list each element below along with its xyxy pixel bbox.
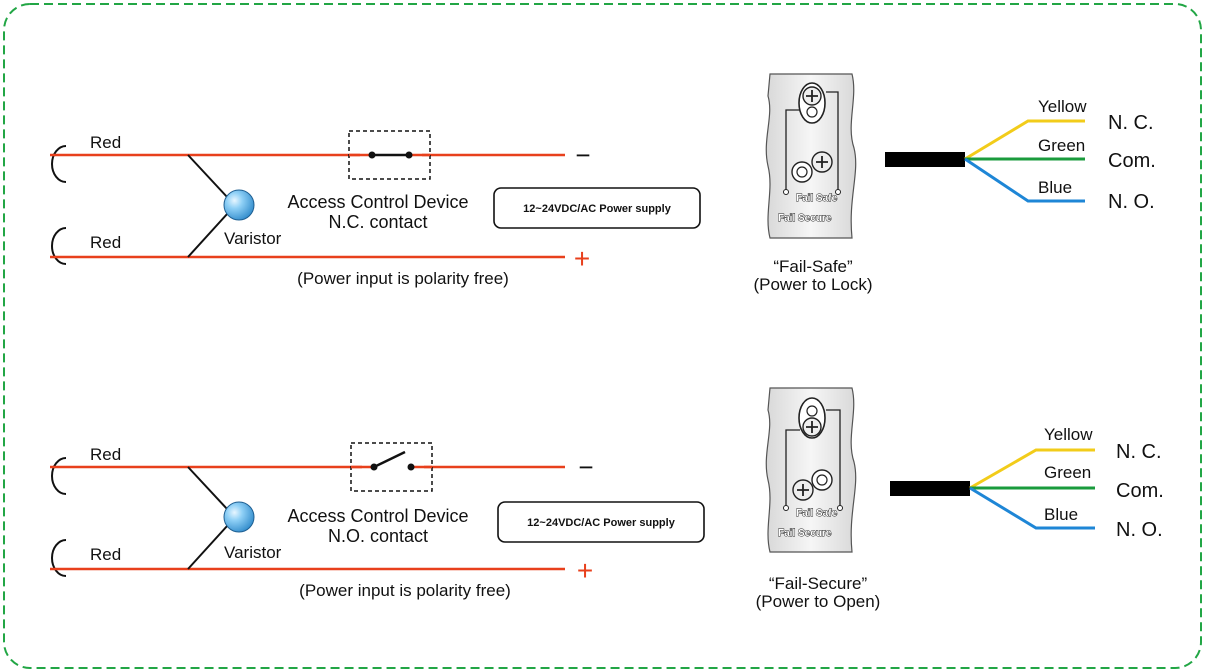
cable <box>890 481 970 496</box>
device-label: Access Control Device <box>287 192 468 212</box>
lock-caption-line2: (Power to Lock) <box>753 275 872 294</box>
varistor-lead-bottom <box>187 524 229 570</box>
terminal-no: N. O. <box>1116 519 1163 541</box>
lock-caption-line1: “Fail-Secure” <box>769 574 868 593</box>
terminal-nc: N. C. <box>1108 112 1154 134</box>
plus-sign: + <box>577 555 593 586</box>
plate-label-fail-safe: Fail Safe <box>796 193 838 204</box>
varistor-lead-bottom <box>187 212 229 258</box>
contact-label: N.C. contact <box>328 212 427 232</box>
varistor-lead-top <box>187 154 229 199</box>
lock-plate-fail-secure: Fail Safe Fail Secure <box>765 387 857 553</box>
wire-blue <box>969 486 1095 530</box>
varistor-label: Varistor <box>224 229 282 248</box>
wire-label-red-bottom: Red <box>90 545 121 564</box>
wire-name-green: Green <box>1038 136 1085 155</box>
wire-name-yellow: Yellow <box>1044 425 1093 444</box>
diagram-top: Red Red Varistor Access Control Device N… <box>50 73 1156 294</box>
wire-label-red-top: Red <box>90 445 121 464</box>
lock-plate-fail-safe: Fail Safe Fail Secure <box>765 73 857 239</box>
diagram-bottom: Red Red Varistor Access Control Device N… <box>50 387 1164 611</box>
power-supply-box <box>497 501 705 543</box>
minus-sign: − <box>575 140 590 170</box>
varistor-icon <box>223 501 255 533</box>
varistor-label: Varistor <box>224 543 282 562</box>
terminal-com: Com. <box>1108 150 1156 172</box>
terminal-nc: N. C. <box>1116 441 1162 463</box>
terminal-no: N. O. <box>1108 191 1155 213</box>
wire-loop-bottom <box>51 539 67 577</box>
switch-contact-open <box>373 450 406 469</box>
diagram-border <box>3 3 1202 669</box>
wire-label-red-top: Red <box>90 133 121 152</box>
device-label: Access Control Device <box>287 506 468 526</box>
plate-label-fail-safe: Fail Safe <box>796 508 838 519</box>
wire-name-green: Green <box>1044 463 1091 482</box>
lock-caption-line1: “Fail-Safe” <box>773 257 853 276</box>
plus-sign: + <box>574 243 590 274</box>
wire-name-blue: Blue <box>1044 505 1078 524</box>
polarity-note: (Power input is polarity free) <box>297 269 509 288</box>
wire-yellow <box>964 119 1085 161</box>
plate-label-fail-secure: Fail Secure <box>778 528 832 539</box>
plate-label-fail-secure: Fail Secure <box>778 213 832 224</box>
lock-caption-line2: (Power to Open) <box>756 592 881 611</box>
power-supply-box <box>493 187 701 229</box>
polarity-note: (Power input is polarity free) <box>299 581 511 600</box>
contact-label: N.O. contact <box>328 526 428 546</box>
minus-sign: − <box>578 452 593 482</box>
cable <box>885 152 965 167</box>
power-supply-label: 12~24VDC/AC Power supply <box>527 517 676 529</box>
wire-loop-top <box>51 457 67 495</box>
wire-loop-top <box>51 145 67 183</box>
wire-name-blue: Blue <box>1038 178 1072 197</box>
wire-name-yellow: Yellow <box>1038 97 1087 116</box>
terminal-com: Com. <box>1116 480 1164 502</box>
varistor-lead-top <box>187 466 229 511</box>
power-supply-label: 12~24VDC/AC Power supply <box>523 203 672 215</box>
wire-loop-bottom <box>51 227 67 265</box>
wire-label-red-bottom: Red <box>90 233 121 252</box>
wire-yellow <box>969 448 1095 490</box>
wire-blue <box>964 157 1085 203</box>
varistor-icon <box>223 189 255 221</box>
